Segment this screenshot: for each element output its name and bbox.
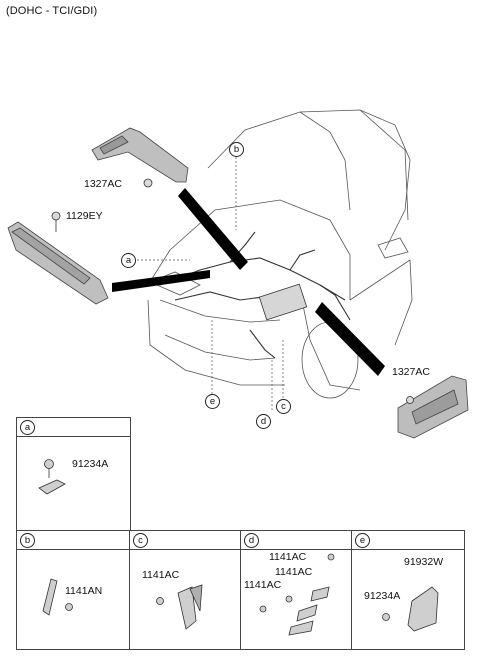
car-grille-lower bbox=[164, 334, 276, 361]
panel-c-header: c bbox=[130, 531, 241, 550]
callout-c: c bbox=[276, 399, 291, 414]
panel-d-part-1: 1141AC bbox=[275, 566, 313, 578]
panel-a-letter: a bbox=[20, 420, 35, 435]
panel-d-drawing bbox=[259, 553, 335, 636]
panel-e: e 91932W 91234A bbox=[351, 530, 465, 650]
connector-icon bbox=[177, 586, 197, 630]
leader-top bbox=[178, 188, 248, 270]
panel-c: c 1141AC bbox=[129, 530, 242, 650]
label-top-bracket: 1327AC bbox=[84, 178, 122, 190]
bolt-icon bbox=[65, 603, 73, 611]
callout-b: b bbox=[229, 142, 244, 157]
bolt-icon bbox=[51, 211, 61, 221]
connector-icon bbox=[310, 586, 330, 602]
car-roof-line bbox=[359, 109, 409, 221]
car-grille bbox=[159, 299, 281, 323]
bolt-icon bbox=[382, 613, 390, 621]
right-box-part bbox=[397, 375, 469, 439]
bolt-icon bbox=[285, 595, 293, 603]
car-mirror bbox=[377, 237, 409, 259]
panel-b-part-0: 1141AN bbox=[65, 585, 103, 597]
bolt-icon bbox=[156, 597, 164, 605]
panel-b-letter: b bbox=[20, 533, 35, 548]
panel-d-part-2: 1141AC bbox=[244, 579, 282, 591]
bracket-icon bbox=[42, 578, 58, 616]
panel-d-part-0: 1141AC bbox=[269, 551, 307, 563]
connector-icon bbox=[288, 620, 314, 636]
callout-e: e bbox=[205, 394, 220, 409]
panel-a-part-0: 91234A bbox=[72, 458, 109, 470]
harness-branch-3 bbox=[289, 249, 316, 271]
panel-d-header: d bbox=[241, 531, 352, 550]
clip-icon bbox=[38, 479, 66, 495]
panel-e-letter: e bbox=[355, 533, 370, 548]
leader-left bbox=[112, 270, 210, 292]
label-left-rail: 1129EY bbox=[66, 210, 103, 222]
car-bumper bbox=[147, 299, 285, 386]
car-front-fascia bbox=[147, 199, 351, 300]
bolt-icon bbox=[327, 553, 335, 561]
panel-c-drawing bbox=[156, 584, 203, 630]
panel-b-header: b bbox=[17, 531, 130, 550]
panel-b: b 1141AN bbox=[16, 530, 131, 650]
connector-icon bbox=[296, 604, 318, 622]
panel-a-drawing bbox=[38, 459, 66, 495]
car-fender bbox=[299, 289, 361, 391]
bracket-icon bbox=[407, 586, 439, 632]
panel-e-part-1: 91234A bbox=[364, 590, 401, 602]
car-side bbox=[349, 259, 413, 346]
panel-d-letter: d bbox=[244, 533, 259, 548]
fuse-box bbox=[258, 283, 308, 321]
bolt-icon bbox=[44, 459, 54, 469]
panel-e-header: e bbox=[352, 531, 464, 550]
panel-a: a 91234A bbox=[16, 417, 131, 532]
leader-right bbox=[315, 302, 385, 376]
harness-branch-5 bbox=[319, 284, 351, 321]
panel-c-part-0: 1141AC bbox=[142, 569, 180, 581]
bolt-icon bbox=[259, 605, 267, 613]
callout-d: d bbox=[256, 414, 271, 429]
panel-b-drawing bbox=[42, 578, 73, 616]
nut-icon bbox=[143, 178, 153, 188]
diagram-header: (DOHC - TCI/GDI) bbox=[6, 5, 98, 17]
callout-a: a bbox=[121, 253, 136, 268]
car-hood-outline bbox=[207, 109, 411, 251]
panel-e-part-0: 91932W bbox=[404, 556, 444, 568]
harness-branch-4 bbox=[249, 329, 276, 359]
panel-d: d 1141AC 1141AC 1141AC bbox=[240, 530, 353, 650]
panel-a-header: a bbox=[17, 418, 130, 437]
left-rail-part bbox=[7, 221, 109, 305]
car-windshield bbox=[299, 111, 351, 211]
nut-icon bbox=[406, 396, 414, 404]
label-right-box: 1327AC bbox=[392, 366, 430, 378]
top-bracket-part bbox=[91, 127, 189, 183]
left-headlamp bbox=[148, 271, 201, 296]
harness-branch-1 bbox=[174, 291, 271, 301]
panel-e-drawing bbox=[382, 586, 439, 632]
panel-c-letter: c bbox=[133, 533, 148, 548]
